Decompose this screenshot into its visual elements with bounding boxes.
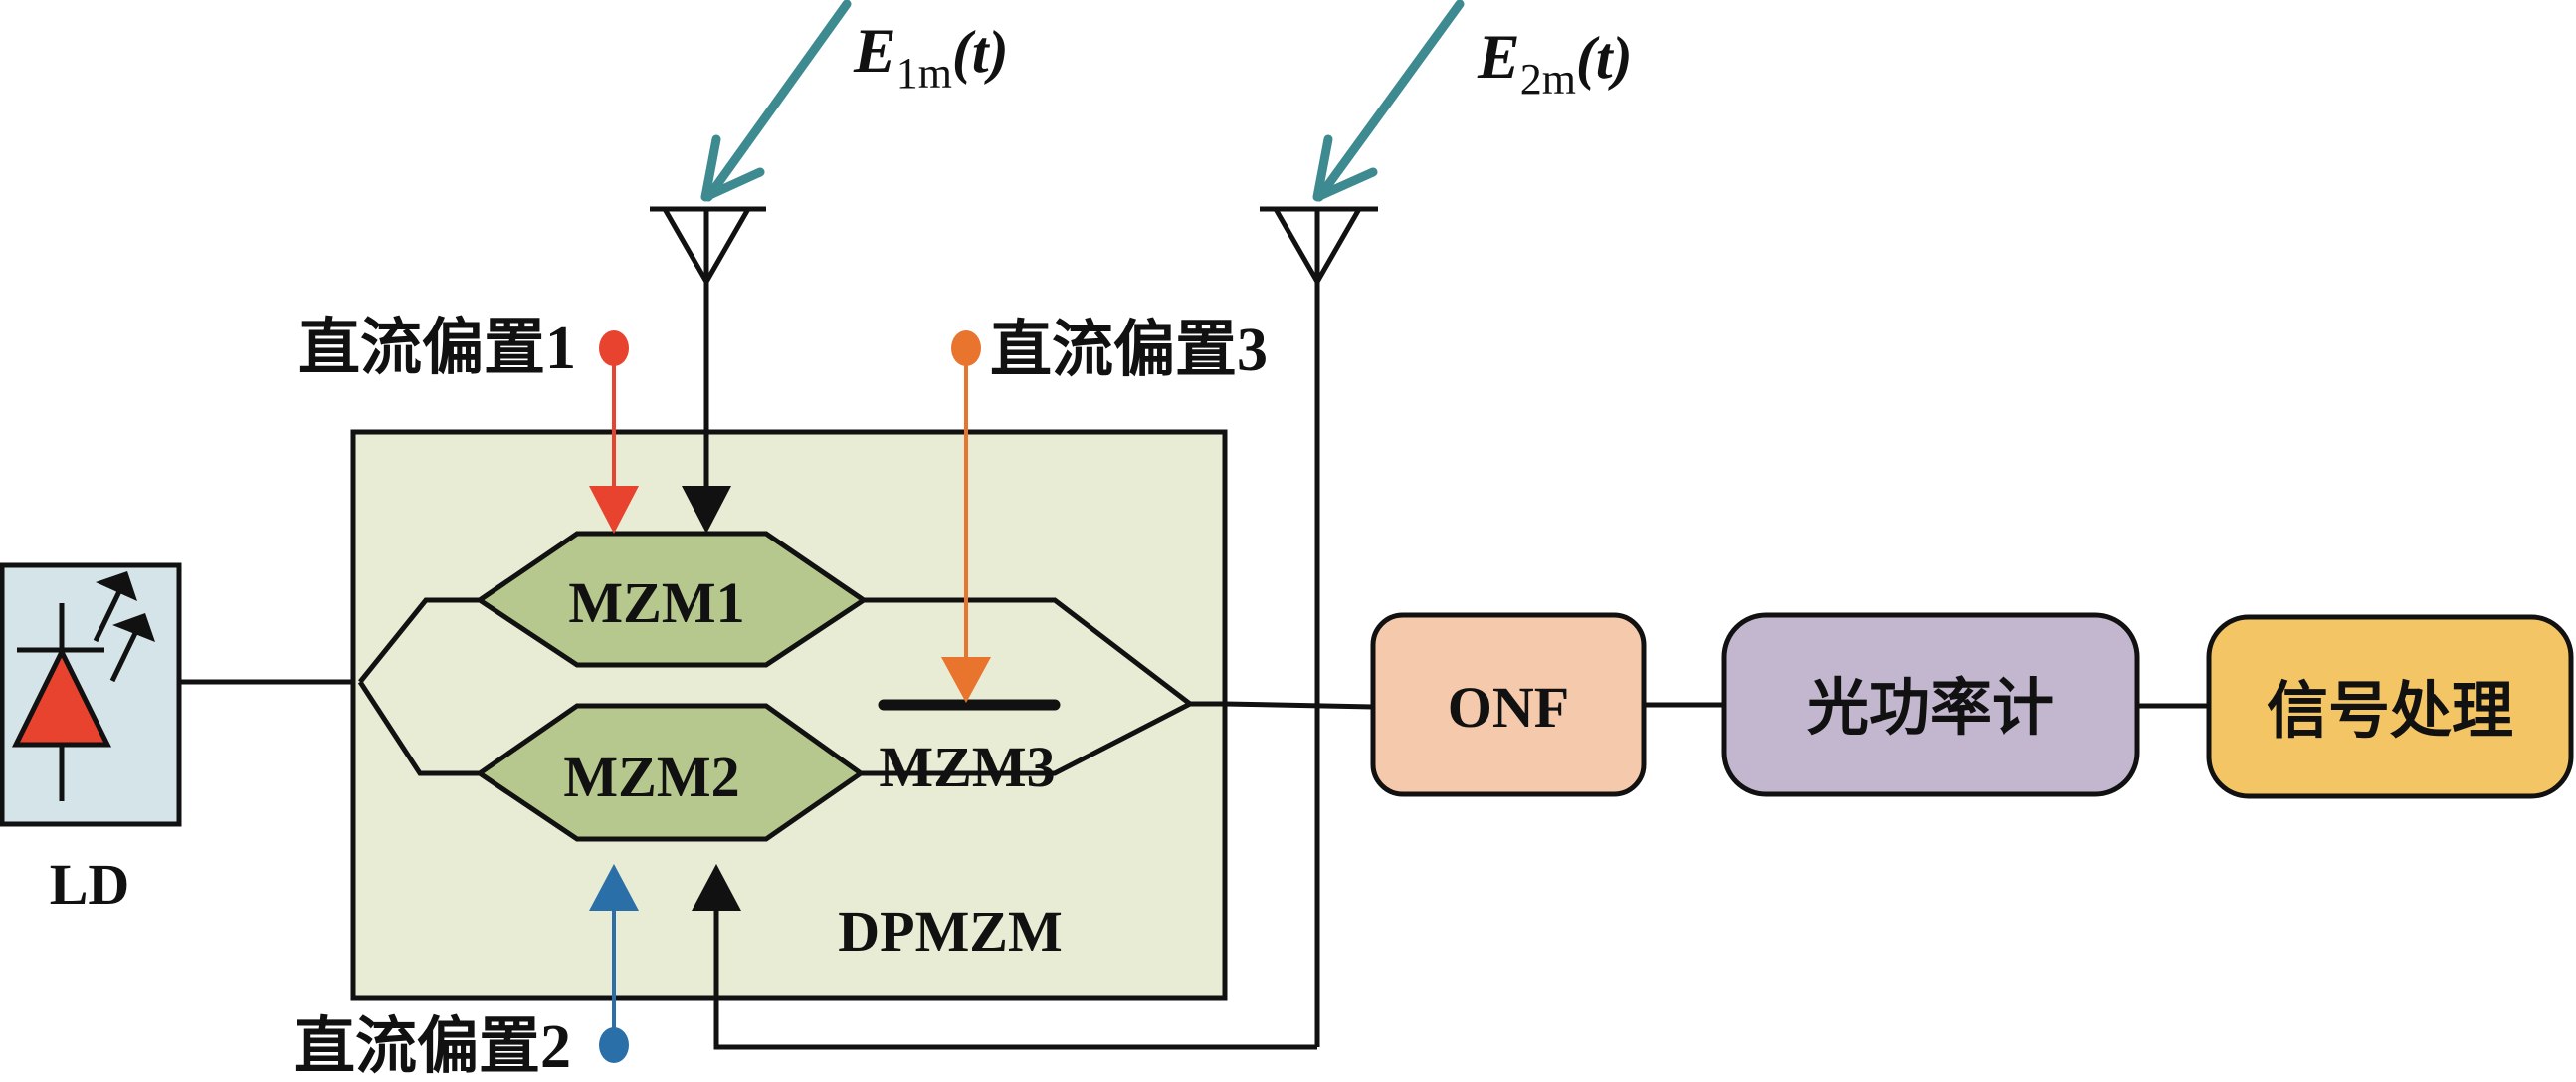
rf-input-2-arrow-head bbox=[692, 864, 741, 911]
dc-bias-2-arrow bbox=[589, 864, 639, 911]
dc-bias-3: 直流偏置3 bbox=[941, 316, 1268, 703]
dc-bias-2-label: 直流偏置2 bbox=[294, 1012, 571, 1081]
incoming-signal-arrow-icon bbox=[700, 0, 852, 202]
mzm1: MZM1 bbox=[475, 531, 869, 668]
rf-input-1-label: E1m(t) bbox=[853, 15, 1009, 98]
onf-block: ONF bbox=[1370, 612, 1647, 797]
signal-processing-block: 信号处理 bbox=[2206, 614, 2574, 799]
mzm1-label: MZM1 bbox=[568, 570, 744, 635]
antenna-icon bbox=[1260, 206, 1378, 1047]
optical-power-meter-label: 光功率计 bbox=[1807, 674, 2054, 743]
laser-diode-box bbox=[0, 562, 182, 827]
rf-input-2-label: E2m(t) bbox=[1477, 21, 1633, 104]
mzm2-label: MZM2 bbox=[563, 745, 739, 809]
laser-diode-label: LD bbox=[50, 852, 130, 917]
rf-input-1-arrow-head bbox=[682, 486, 731, 534]
laser-diode-block: LD bbox=[0, 562, 182, 917]
dc-bias-3-label: 直流偏置3 bbox=[990, 316, 1268, 384]
dpmzm-output-fiber bbox=[1224, 701, 1374, 710]
antenna-icon bbox=[650, 206, 766, 498]
waveguides bbox=[357, 597, 1225, 776]
optical-power-meter-block: 光功率计 bbox=[1721, 612, 2140, 797]
incoming-signal-arrow-icon bbox=[1312, 0, 1465, 202]
onf-label: ONF bbox=[1448, 675, 1569, 740]
dc-bias-1-arrow bbox=[589, 486, 639, 534]
rf-input-2: E2m(t) bbox=[692, 0, 1633, 1050]
dc-bias-1-label: 直流偏置1 bbox=[298, 314, 576, 382]
dpmzm-block: MZM1 MZM2 MZM3 DPMZM bbox=[350, 429, 1228, 1001]
mzm3: MZM3 bbox=[878, 699, 1061, 799]
dc-bias-1: 直流偏置1 bbox=[298, 314, 639, 534]
rf-input-2-feed-line bbox=[713, 901, 1317, 1050]
dpmzm-label: DPMZM bbox=[838, 899, 1063, 964]
mzm3-label: MZM3 bbox=[879, 735, 1055, 799]
dc-bias-2: 直流偏置2 bbox=[294, 864, 639, 1081]
rf-input-1: E1m(t) bbox=[650, 0, 1009, 534]
dpmzm-box bbox=[350, 429, 1228, 1001]
laser-diode-icon bbox=[11, 571, 155, 801]
dc-bias-3-arrow bbox=[941, 657, 991, 703]
signal-processing-label: 信号处理 bbox=[2267, 677, 2513, 746]
mzm2: MZM2 bbox=[475, 703, 866, 842]
